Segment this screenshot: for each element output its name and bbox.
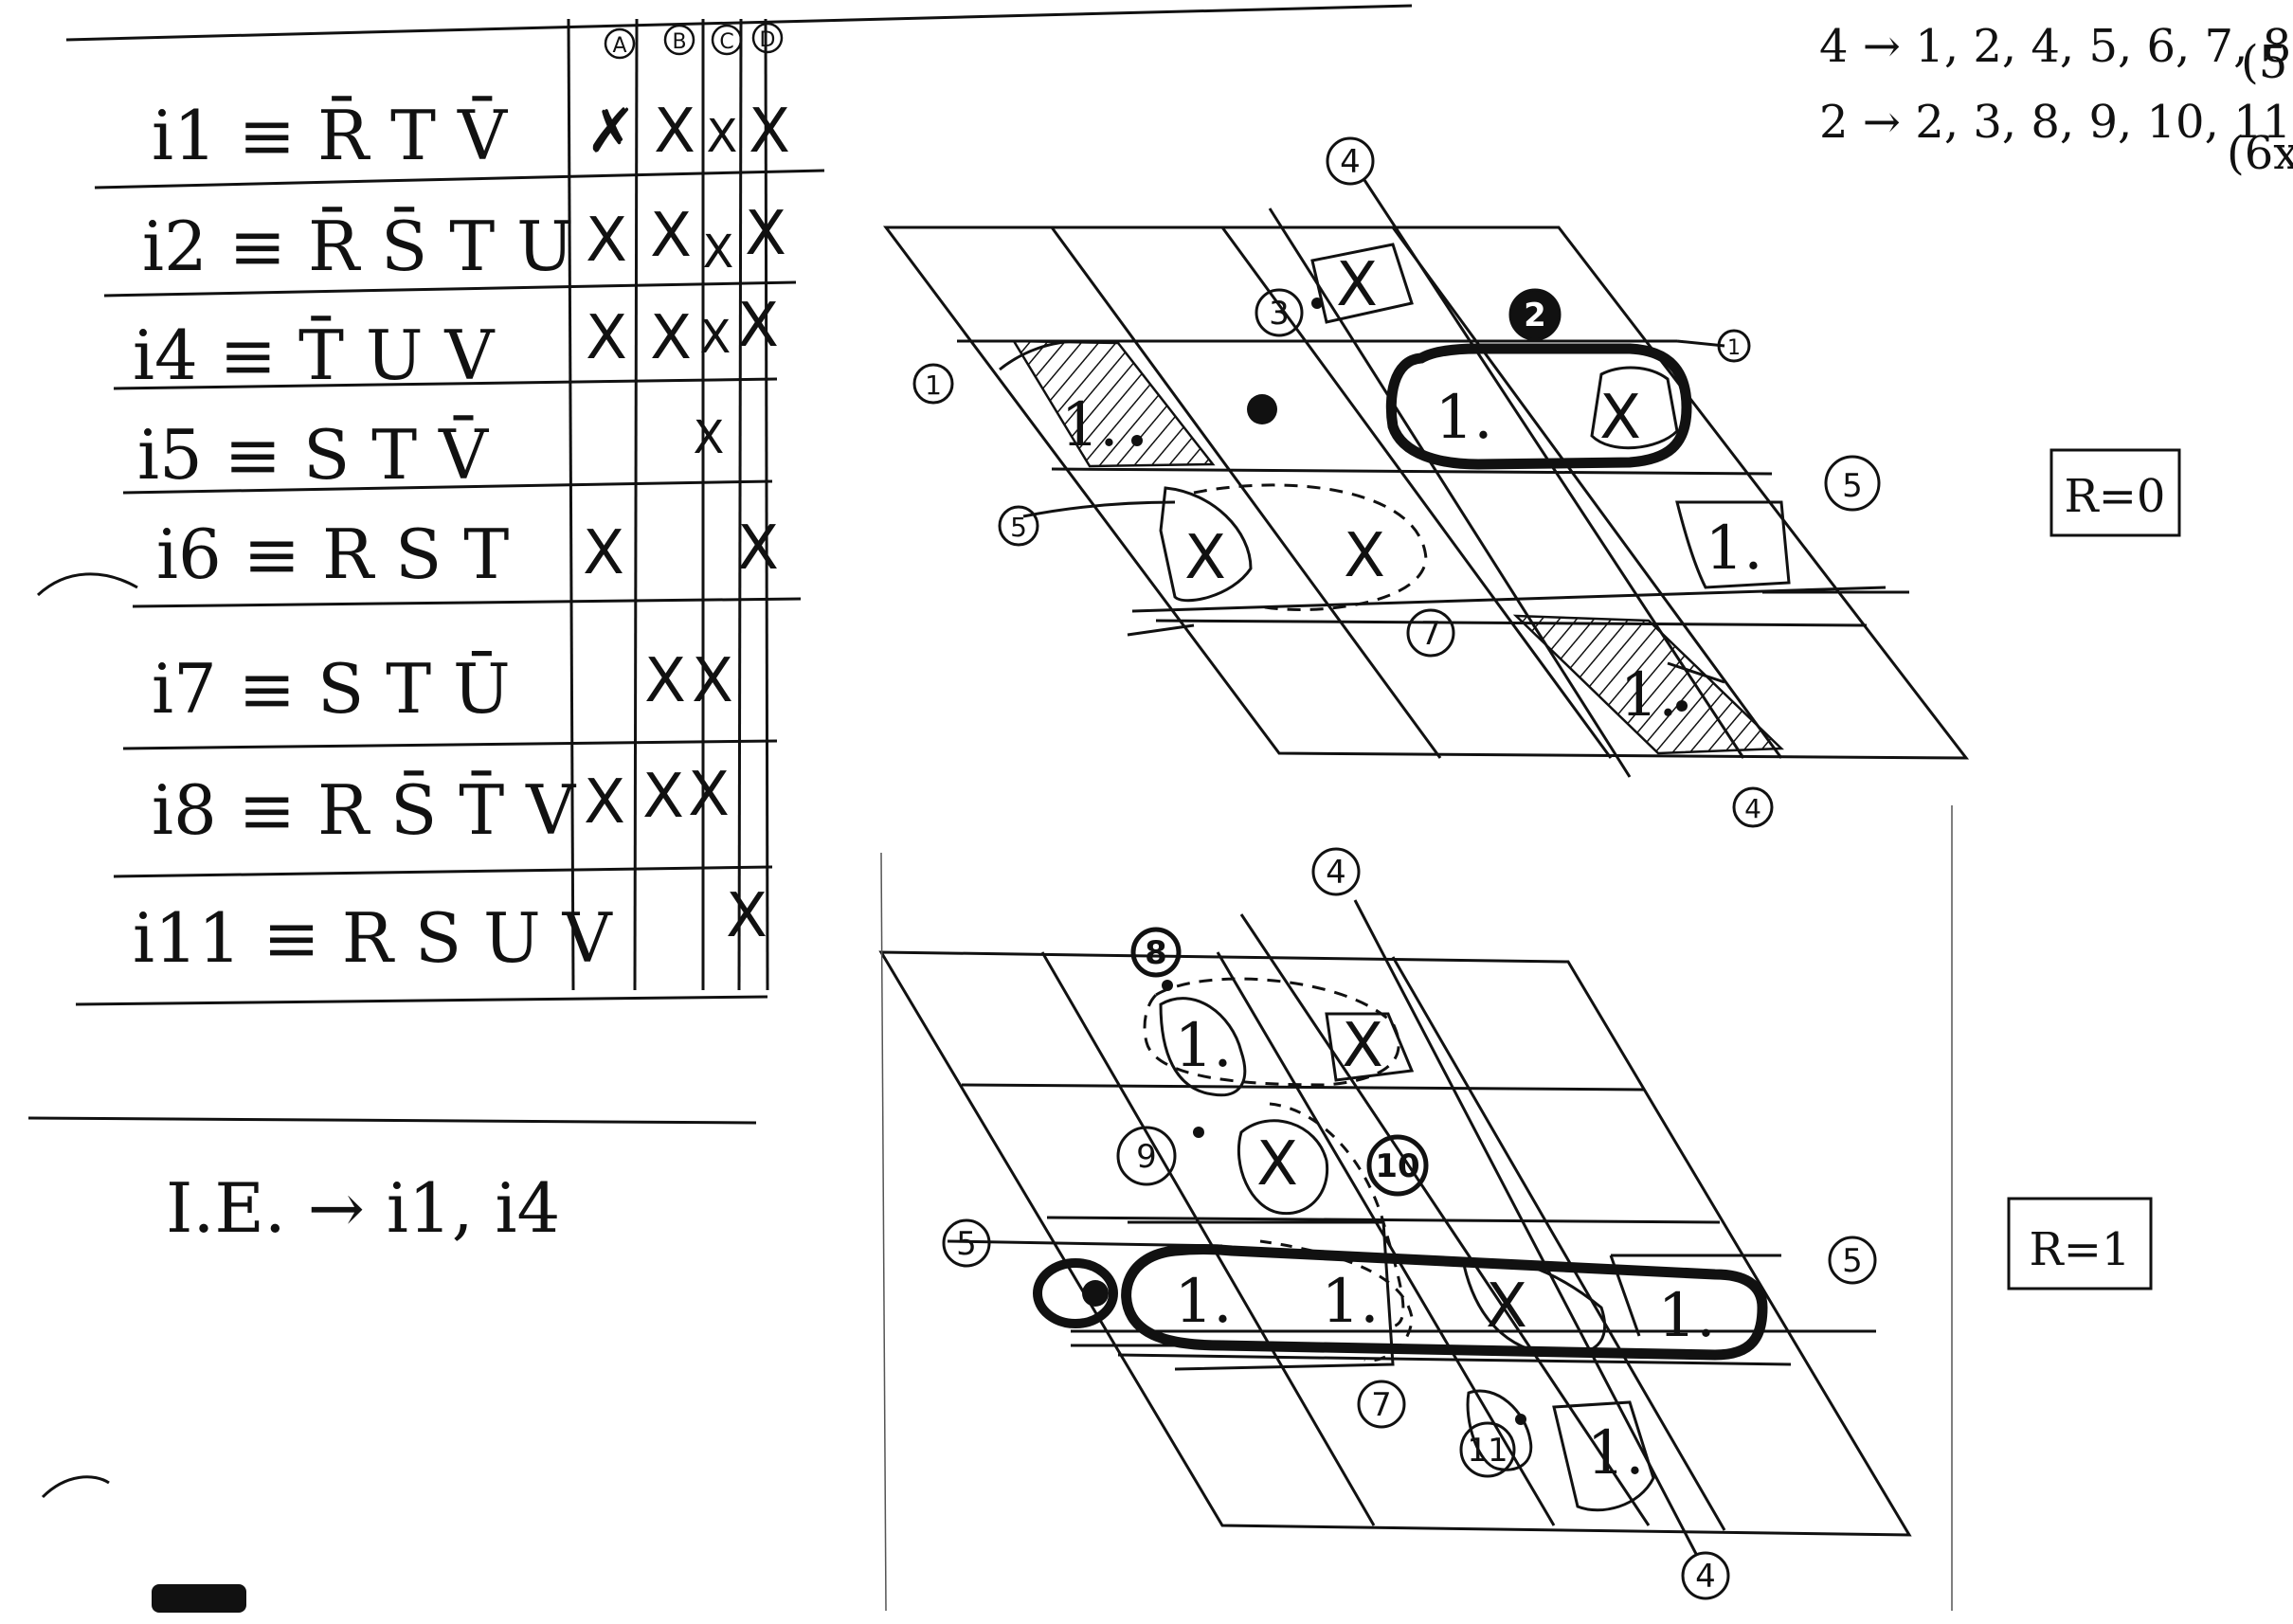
marker-bottom-5-left: 5 — [956, 1225, 977, 1263]
marker-top-3: 3 — [1269, 295, 1290, 333]
cover-note-2-suffix: (6x — [2227, 127, 2293, 180]
thick-loop-left-end — [1033, 1258, 1118, 1328]
small-dot-3 — [1676, 700, 1688, 712]
cell-b-x-2: X — [1256, 1129, 1298, 1200]
mark-i4-b: X — [650, 303, 692, 373]
cell-b-one-3: 1. — [1321, 1267, 1379, 1337]
karnaugh-map-top: 1. X 1. X X X 1. 1. 4 3 2 1 1 5 5 7 4 — [883, 136, 2181, 828]
marker-top-1-left: 1 — [925, 370, 942, 401]
cell-x-mid-2: X — [1344, 521, 1385, 591]
marker-top-4: 4 — [1340, 143, 1361, 181]
cell-x-group: X — [1599, 383, 1641, 453]
marker-top-4-bottom: 4 — [1744, 793, 1761, 824]
small-dot-2 — [1311, 298, 1323, 309]
cell-one-right: 1. — [1705, 514, 1762, 584]
mark-i7-b: X — [644, 646, 686, 716]
row-label-i6: i6 ≡ R S T — [156, 514, 509, 594]
mark-i1-a: ✗ — [586, 97, 637, 167]
mark-i4-a: X — [586, 303, 627, 373]
mark-i8-b: X — [642, 762, 684, 832]
cover-notes: 4 → 1, 2, 4, 5, 6, 7, 8 (5 2 → 2, 3, 8, … — [1819, 20, 2293, 180]
small-dot-b3 — [1515, 1414, 1526, 1425]
column-label-b: B — [672, 30, 686, 54]
thick-group-loop-top — [1385, 343, 1692, 470]
column-label-a: A — [612, 34, 626, 58]
marker-top-1-right: 1 — [1727, 336, 1741, 360]
marker-bottom-7: 7 — [1371, 1386, 1392, 1424]
cell-x-mid-1: X — [1184, 523, 1226, 593]
row-label-i8: i8 ≡ R S̄ T̄ V — [152, 769, 577, 850]
row-label-i5: i5 ≡ S T V̄ — [137, 414, 490, 495]
mark-i11-d: X — [726, 881, 767, 951]
mark-i8-a: X — [584, 767, 625, 838]
bold-dot — [1247, 394, 1277, 424]
map-bottom-label: R=1 — [2030, 1223, 2131, 1276]
mark-i6-a: X — [583, 518, 624, 588]
mark-i2-a: X — [586, 206, 627, 276]
mark-i1-c: X — [707, 110, 738, 163]
mark-i8-c: X — [688, 760, 730, 830]
cell-b-x-1: X — [1342, 1011, 1383, 1081]
mark-i4-d: X — [737, 291, 779, 361]
marker-bottom-4-top: 4 — [1326, 854, 1346, 892]
cover-note-2: 2 → 2, 3, 8, 9, 10, 11 — [1819, 96, 2291, 149]
mark-i5-c: X — [694, 411, 725, 464]
row-labels: i1 ≡ R̄ T V̄ i2 ≡ R̄ S̄ T U i4 ≡ T̄ U V … — [133, 95, 614, 978]
karnaugh-map-bottom: 1. X X 1. 1. X 1. 1. 4 8 9 10 5 5 7 11 4 — [878, 847, 2153, 1600]
marker-top-7: 7 — [1420, 615, 1441, 653]
cell-x-top-1: X — [1336, 250, 1378, 320]
marker-bottom-5-right: 5 — [1842, 1242, 1863, 1280]
cover-note-1-suffix: (5 — [2241, 36, 2287, 89]
mark-i2-c: X — [703, 226, 734, 279]
implicant-table — [27, 4, 1413, 1499]
marker-top-2: 2 — [1524, 297, 1546, 334]
marker-bottom-4-bottom: 4 — [1695, 1558, 1716, 1596]
column-label-d: D — [760, 28, 776, 52]
cell-b-one-2: 1. — [1174, 1267, 1232, 1337]
row-label-i4: i4 ≡ T̄ U V — [133, 315, 496, 395]
marker-top-5-left: 5 — [1010, 512, 1027, 543]
cell-b-one-1: 1. — [1174, 1011, 1232, 1081]
cell-one-top-left: 1. — [1060, 390, 1118, 460]
row-label-i2: i2 ≡ R̄ S̄ T U — [142, 206, 574, 286]
cell-one-bottom-right: 1. — [1619, 660, 1677, 731]
marker-bottom-8: 8 — [1145, 934, 1167, 972]
small-dot-1 — [1131, 435, 1143, 446]
top-markers: 4 3 2 1 1 5 5 7 4 — [912, 136, 1881, 828]
marker-bottom-11: 11 — [1467, 1432, 1508, 1470]
cover-note-1: 4 → 1, 2, 4, 5, 6, 7, 8 — [1819, 20, 2291, 73]
map-top-label: R=0 — [2065, 470, 2166, 523]
marker-top-5-right: 5 — [1842, 467, 1863, 505]
ink-blot — [152, 1584, 246, 1613]
essential-implicants-note: I.E. → i1, i4 — [166, 1168, 560, 1248]
mark-i2-d: X — [745, 199, 786, 269]
hatched-region-bottom-right — [1512, 614, 1784, 755]
mark-i7-c: X — [692, 646, 733, 716]
small-dot-b1 — [1162, 980, 1173, 991]
column-headers: A B C D — [604, 22, 784, 60]
cell-one-group: 1. — [1435, 383, 1492, 453]
mark-i1-d: X — [749, 97, 790, 167]
bottom-markers: 4 8 9 10 5 5 7 11 4 — [942, 847, 1877, 1600]
row-label-i11: i11 ≡ R S U V — [133, 898, 614, 978]
row-label-i7: i7 ≡ S T Ū — [152, 649, 511, 729]
column-label-c: C — [719, 30, 733, 54]
table-marks: ✗ X X X X X X X X X X X X X X X X X X X — [583, 97, 790, 951]
row-label-i1: i1 ≡ R̄ T V̄ — [152, 95, 509, 175]
cell-b-one-5: 1. — [1586, 1418, 1644, 1489]
mark-i2-b: X — [650, 201, 692, 271]
marker-bottom-10: 10 — [1375, 1147, 1419, 1185]
cell-b-one-4: 1. — [1657, 1281, 1715, 1351]
mark-i4-c: X — [700, 311, 731, 364]
mark-i6-d: X — [737, 514, 779, 584]
marker-bottom-9: 9 — [1136, 1138, 1157, 1176]
small-dot-b2 — [1193, 1127, 1204, 1138]
thick-group-loop-bottom — [1121, 1244, 1768, 1361]
mark-i1-b: X — [654, 97, 695, 167]
cell-b-x-3: X — [1486, 1272, 1527, 1342]
